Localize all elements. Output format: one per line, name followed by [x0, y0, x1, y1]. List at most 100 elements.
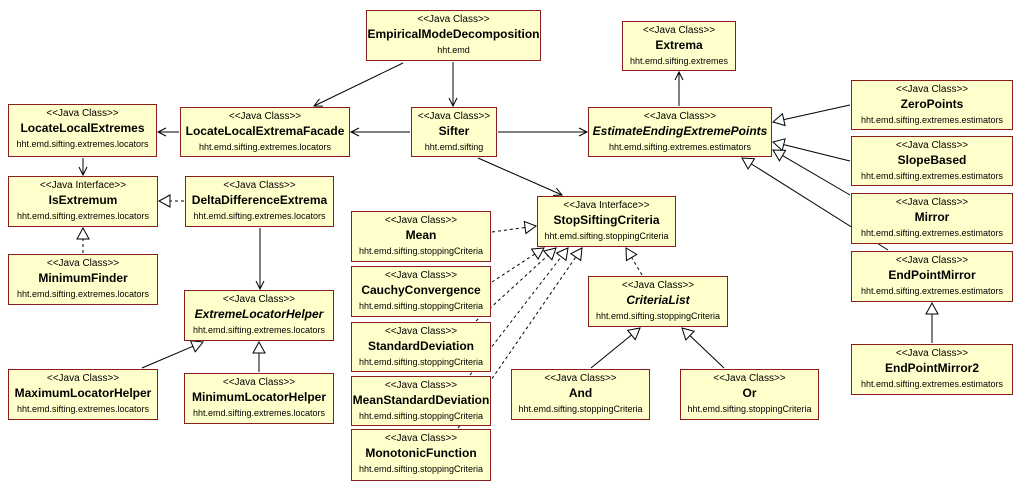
class-box-zero-points[interactable]: <<Java Class>> ZeroPoints hht.emd.siftin… — [851, 80, 1013, 130]
open-arrowhead — [156, 127, 167, 137]
relation-generalization-slopeBased-to-estimate — [771, 138, 851, 162]
relation-realization-minimumFinder-to-isExtremum — [76, 226, 90, 253]
class-name: EndPointMirror2 — [884, 361, 979, 375]
class-box-slope-based[interactable]: <<Java Class>> SlopeBased hht.emd.siftin… — [851, 136, 1013, 186]
class-box-extreme-locator-helper[interactable]: <<Java Class>> ExtremeLocatorHelper hht.… — [184, 290, 334, 341]
class-box-or[interactable]: <<Java Class>> Or hht.emd.sifting.stoppi… — [680, 369, 819, 420]
class-box-maximum-locator-helper[interactable]: <<Java Class>> MaximumLocatorHelper hht.… — [8, 369, 158, 420]
stereotype-label: <<Java Class>> — [895, 255, 969, 266]
relation-generalization-endPointMirror2-to-endPointMirror — [925, 301, 939, 343]
class-name: DeltaDifferenceExtrema — [191, 193, 328, 207]
class-box-minimum-finder[interactable]: <<Java Class>> MinimumFinder hht.emd.sif… — [8, 254, 158, 305]
relation-generalization-zeroPoints-to-estimate — [771, 104, 851, 127]
stereotype-label: <<Java Class>> — [895, 140, 969, 151]
relation-association-estimate-to-extrema — [674, 70, 684, 106]
class-name: EndPointMirror — [888, 268, 976, 282]
stereotype-label: <<Java Class>> — [384, 380, 458, 391]
class-name: LocateLocalExtremaFacade — [185, 124, 345, 138]
relation-generalization-minHelper-to-extremeHelper — [252, 340, 266, 372]
relation-line — [141, 345, 194, 369]
stereotype-label: <<Java Class>> — [46, 108, 119, 119]
stereotype-label: <<Java Interface>> — [39, 180, 127, 191]
class-box-extrema[interactable]: <<Java Class>> Extrema hht.emd.sifting.e… — [622, 21, 736, 71]
class-box-locate-local-extremes[interactable]: <<Java Class>> LocateLocalExtremes hht.e… — [8, 104, 157, 157]
relation-line — [783, 104, 851, 121]
class-name: MonotonicFunction — [365, 446, 477, 460]
class-name: Sifter — [438, 124, 470, 138]
class-box-monotonic-function[interactable]: <<Java Class>> MonotonicFunction hht.emd… — [351, 429, 491, 481]
class-name: LocateLocalExtremes — [20, 121, 145, 135]
class-box-and[interactable]: <<Java Class>> And hht.emd.sifting.stopp… — [511, 369, 650, 420]
relation-realization-monotonic-to-stopCriteria — [457, 247, 583, 429]
stereotype-label: <<Java Class>> — [417, 14, 490, 25]
class-box-criteria-list[interactable]: <<Java Class>> CriteriaList hht.emd.sift… — [588, 276, 728, 327]
class-box-cauchy-convergence[interactable]: <<Java Class>> CauchyConvergence hht.emd… — [351, 266, 491, 317]
stereotype-label: <<Java Interface>> — [563, 200, 650, 211]
package-label: hht.emd.sifting.extremes.estimators — [860, 286, 1004, 296]
class-name: MeanStandardDeviation — [352, 393, 490, 407]
class-box-mirror[interactable]: <<Java Class>> Mirror hht.emd.sifting.ex… — [851, 193, 1013, 244]
package-label: hht.emd.sifting.stoppingCriteria — [358, 357, 484, 367]
relation-line — [689, 335, 725, 369]
interface-box-stop-sifting-criteria[interactable]: <<Java Interface>> StopSiftingCriteria h… — [537, 196, 676, 247]
stereotype-label: <<Java Class>> — [895, 348, 969, 359]
relation-association-sifter-to-stopCriteria — [477, 157, 564, 196]
open-arrowhead — [448, 97, 458, 108]
relation-association-emd-to-sifter — [448, 62, 458, 108]
class-name: MinimumFinder — [38, 271, 128, 285]
open-arrowhead — [578, 127, 589, 137]
open-arrowhead — [674, 70, 684, 81]
relation-line — [631, 257, 643, 276]
class-box-sifter[interactable]: <<Java Class>> Sifter hht.emd.sifting — [411, 107, 497, 157]
class-box-standard-deviation[interactable]: <<Java Class>> StandardDeviation hht.emd… — [351, 322, 491, 372]
hollow-triangle-arrowhead — [569, 247, 583, 262]
open-arrowhead — [255, 280, 265, 291]
stereotype-label: <<Java Class>> — [895, 84, 969, 95]
hollow-triangle-arrowhead — [530, 247, 545, 261]
package-label: hht.emd.sifting — [424, 142, 484, 152]
stereotype-label: <<Java Class>> — [46, 373, 120, 384]
relation-association-sifter-to-facade — [349, 127, 410, 137]
class-box-minimum-locator-helper[interactable]: <<Java Class>> MinimumLocatorHelper hht.… — [184, 373, 334, 424]
class-name: StandardDeviation — [367, 339, 475, 353]
class-name: SlopeBased — [897, 153, 967, 167]
relation-line — [783, 144, 851, 162]
stereotype-label: <<Java Class>> — [223, 180, 296, 191]
stereotype-label: <<Java Class>> — [222, 294, 296, 305]
hollow-triangle-arrowhead — [772, 149, 787, 162]
class-box-empirical-mode-decomposition[interactable]: <<Java Class>> EmpiricalModeDecompositio… — [366, 10, 541, 61]
relation-realization-criteriaList-to-stopCriteria — [625, 247, 643, 276]
class-name: ExtremeLocatorHelper — [194, 307, 324, 321]
package-label: hht.emd.sifting.stoppingCriteria — [358, 246, 484, 256]
class-box-mean[interactable]: <<Java Class>> Mean hht.emd.sifting.stop… — [351, 211, 491, 262]
open-arrowhead — [78, 166, 88, 177]
stereotype-label: <<Java Class>> — [713, 373, 786, 384]
hollow-triangle-arrowhead — [523, 220, 538, 235]
relation-association-locateLocalExtremes-to-isExtremum — [78, 158, 88, 177]
class-box-locate-local-extrema-facade[interactable]: <<Java Class>> LocateLocalExtremaFacade … — [180, 107, 350, 157]
relation-line — [475, 255, 549, 322]
class-box-delta-difference-extrema[interactable]: <<Java Class>> DeltaDifferenceExtrema hh… — [185, 176, 334, 227]
class-box-estimate-ending-extreme-points[interactable]: <<Java Class>> EstimateEndingExtremePoin… — [588, 107, 772, 157]
relation-association-deltaDiff-to-extremeHelper — [255, 228, 265, 291]
hollow-triangle-arrowhead — [189, 340, 204, 353]
interface-box-is-extremum[interactable]: <<Java Interface>> IsExtremum hht.emd.si… — [8, 176, 158, 227]
hollow-triangle-arrowhead — [157, 194, 171, 208]
relation-association-sifter-to-estimate — [498, 127, 589, 137]
package-label: hht.emd.sifting.stoppingCriteria — [544, 231, 669, 241]
class-box-end-point-mirror-2[interactable]: <<Java Class>> EndPointMirror2 hht.emd.s… — [851, 344, 1013, 395]
relation-line — [590, 334, 632, 369]
class-box-end-point-mirror[interactable]: <<Java Class>> EndPointMirror hht.emd.si… — [851, 251, 1013, 302]
class-name: CauchyConvergence — [361, 283, 481, 297]
hollow-triangle-arrowhead — [681, 327, 696, 341]
relation-line — [491, 226, 526, 233]
class-box-mean-standard-deviation[interactable]: <<Java Class>> MeanStandardDeviation hht… — [351, 376, 491, 426]
package-label: hht.emd.sifting.extremes.locators — [16, 211, 150, 221]
package-label: hht.emd.sifting.stoppingCriteria — [595, 311, 721, 321]
class-name: Or — [742, 386, 757, 400]
hollow-triangle-arrowhead — [542, 247, 557, 261]
stereotype-label: <<Java Class>> — [228, 111, 302, 122]
class-name: Mirror — [914, 210, 950, 224]
